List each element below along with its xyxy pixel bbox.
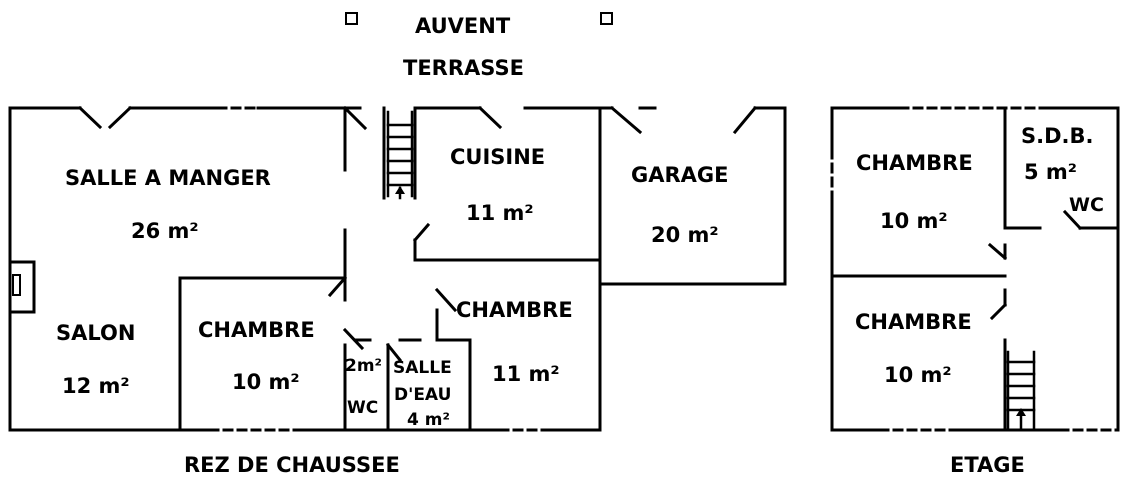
chambre-rdc-2-name: CHAMBRE <box>456 298 573 322</box>
cuisine-area: 11 m² <box>466 201 534 225</box>
upper-floor-caption: ETAGE <box>950 453 1025 477</box>
fireplace <box>8 260 36 314</box>
chambre-rdc-1-area: 10 m² <box>232 370 300 394</box>
ground-floor-doors <box>77 105 758 363</box>
wc-etage-name: WC <box>1069 194 1104 216</box>
salle-a-manger-area: 26 m² <box>131 219 199 243</box>
sdb-name: S.D.B. <box>1021 124 1094 148</box>
wc-rdc-area: 2m² <box>345 356 382 376</box>
upper-floor-doors <box>987 209 1083 321</box>
ground-floor-interior-walls <box>178 106 602 432</box>
ground-floor-caption: REZ DE CHAUSSEE <box>184 453 400 477</box>
chambre-etage-1-area: 10 m² <box>880 209 948 233</box>
awning-post-left <box>345 12 358 25</box>
chambre-etage-2-name: CHAMBRE <box>855 310 972 334</box>
garage-name: GARAGE <box>631 163 729 187</box>
salon-name: SALON <box>56 321 136 345</box>
salon-area: 12 m² <box>62 374 130 398</box>
chambre-etage-2-area: 10 m² <box>884 363 952 387</box>
upper-floor-walls <box>830 106 1120 432</box>
awning-post-right <box>600 12 613 25</box>
salle-d-eau-name-1: SALLE <box>393 358 452 378</box>
chambre-rdc-1-name: CHAMBRE <box>198 318 315 342</box>
cuisine-name: CUISINE <box>450 145 546 169</box>
wc-rdc-name: WC <box>347 398 379 418</box>
garage-area: 20 m² <box>651 223 719 247</box>
salle-d-eau-area: 4 m² <box>407 410 450 430</box>
salle-a-manger-name: SALLE A MANGER <box>65 166 271 190</box>
chambre-etage-1-name: CHAMBRE <box>856 151 973 175</box>
sdb-area: 5 m² <box>1024 160 1078 184</box>
upper-floor-windows <box>830 106 1120 432</box>
terrasse-label: TERRASSE <box>403 56 524 80</box>
auvent-label: AUVENT <box>415 14 511 38</box>
chambre-rdc-2-area: 11 m² <box>492 362 560 386</box>
ground-floor-windows <box>208 106 547 432</box>
ground-stairs <box>386 110 414 200</box>
salle-d-eau-name-2: D'EAU <box>394 385 452 405</box>
upper-stairs <box>1006 350 1036 430</box>
ground-floor-walls <box>8 106 787 432</box>
